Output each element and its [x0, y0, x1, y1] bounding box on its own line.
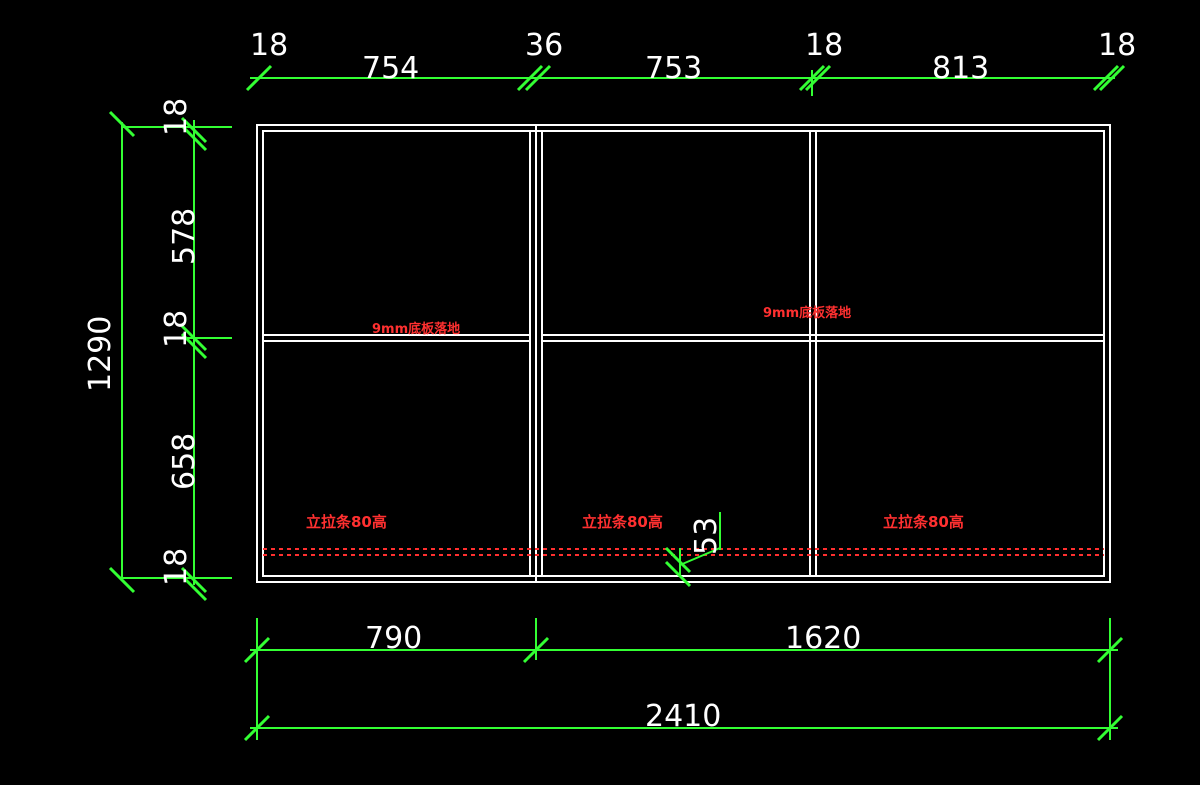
left-dimension-chain: 18 578 18 658 18 1290 — [83, 98, 232, 602]
strip-dashed-lines — [263, 548, 1104, 556]
bottom-dimension-chain: 790 1620 2410 — [243, 618, 1124, 742]
note-strip-3: 立拉条80高 — [883, 513, 964, 531]
top-dim-5: 18 — [805, 28, 843, 63]
top-dim-1: 18 — [250, 28, 288, 63]
left-dim-1: 18 — [159, 98, 194, 136]
note-strip-2: 立拉条80高 — [582, 513, 663, 531]
top-dim-6: 813 — [932, 51, 989, 86]
note-board-right: 9mm底板落地 — [763, 305, 851, 321]
left-dim-5: 18 — [159, 548, 194, 586]
annotations: 9mm底板落地 9mm底板落地 立拉条80高 立拉条80高 立拉条80高 — [306, 305, 964, 531]
top-dim-4: 753 — [645, 51, 702, 86]
bottom-dim-2: 1620 — [785, 621, 861, 656]
inner-dim-53: 53 — [689, 517, 724, 555]
note-board-left: 9mm底板落地 — [372, 321, 460, 337]
bottom-dim-1: 790 — [365, 621, 422, 656]
top-dim-2: 754 — [362, 51, 419, 86]
left-dim-4: 658 — [167, 433, 202, 490]
top-dim-7: 18 — [1098, 28, 1136, 63]
top-dimension-chain: 18 754 36 753 18 813 18 — [245, 28, 1136, 96]
top-dim-3: 36 — [525, 28, 563, 63]
inner-dimension-53: 53 — [664, 512, 724, 588]
left-total-dim: 1290 — [83, 316, 118, 392]
left-dim-2: 578 — [167, 208, 202, 265]
left-dim-3: 18 — [159, 310, 194, 348]
bottom-total-dim: 2410 — [645, 699, 721, 734]
cabinet-frame — [256, 124, 1111, 583]
note-strip-1: 立拉条80高 — [306, 513, 387, 531]
